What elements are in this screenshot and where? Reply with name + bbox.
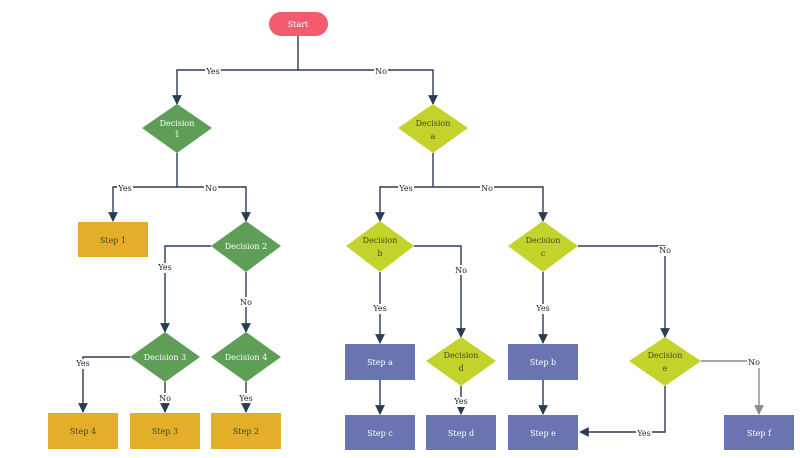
step-f-node[interactable]: Step f xyxy=(724,415,794,450)
step-2-label: Step 2 xyxy=(233,427,259,436)
decision-2-label: Decision 2 xyxy=(225,242,267,251)
decision-b-shape xyxy=(346,221,414,272)
decision-4-shape xyxy=(211,332,281,382)
step-1-shape xyxy=(78,222,148,257)
step-c-shape xyxy=(345,415,415,450)
step-f-shape xyxy=(724,415,794,450)
step-3-shape xyxy=(130,413,200,449)
edge-label-dc-yes: Yes xyxy=(535,304,549,313)
step-4-label: Step 4 xyxy=(70,427,96,436)
decision-3-node[interactable]: Decision 3 xyxy=(130,332,200,382)
edge-label-d3-no: No xyxy=(159,394,171,403)
connector-de-to-step-f xyxy=(701,360,764,415)
decision-e-label-line1: Decision xyxy=(648,351,683,360)
edge-label-d2-no: No xyxy=(240,298,252,307)
step-3-label: Step 3 xyxy=(152,427,178,436)
edge-label-d2-yes: Yes xyxy=(157,263,171,272)
step-2-node[interactable]: Step 2 xyxy=(211,413,281,449)
decision-1-node[interactable]: Decision 1 xyxy=(142,104,212,153)
decision-c-shape xyxy=(508,221,578,272)
edge-label-da-yes: Yes xyxy=(398,184,412,193)
step-3-node[interactable]: Step 3 xyxy=(130,413,200,449)
connector-d3-to-step-4 xyxy=(78,356,130,413)
edge-label-da-no: No xyxy=(481,184,493,193)
step-a-node[interactable]: Step a xyxy=(345,344,415,380)
step-4-node[interactable]: Step 4 xyxy=(48,413,118,449)
connector-dc-to-decision-e xyxy=(578,245,670,338)
connector-start-to-decision-1 xyxy=(172,69,298,105)
start-node[interactable]: Start xyxy=(269,12,328,36)
decision-2-shape xyxy=(211,221,281,272)
edge-label-start-no: No xyxy=(375,67,387,76)
decision-3-label: Decision 3 xyxy=(144,353,186,362)
edge-label-start-yes: Yes xyxy=(205,67,219,76)
decision-e-node[interactable]: Decision e xyxy=(629,337,701,386)
decision-c-label-line1: Decision xyxy=(526,236,561,245)
decision-1-label-line1: Decision xyxy=(160,119,195,128)
step-a-shape xyxy=(345,344,415,380)
decision-b-node[interactable]: Decision b xyxy=(346,221,414,272)
connectors xyxy=(78,36,764,437)
decision-b-label-line1: Decision xyxy=(363,236,398,245)
edge-labels: Yes No Yes No Yes No Yes No Yes Yes No Y… xyxy=(75,66,761,438)
connector-start-to-decision-a xyxy=(298,69,438,105)
edge-label-d4-yes: Yes xyxy=(238,394,252,403)
decision-d-node[interactable]: Decision d xyxy=(426,337,496,386)
connector-d1-to-step-1 xyxy=(108,186,177,222)
decision-4-node[interactable]: Decision 4 xyxy=(211,332,281,382)
step-4-shape xyxy=(48,413,118,449)
decision-1-label-line2: 1 xyxy=(174,130,179,139)
step-f-label: Step f xyxy=(747,429,772,438)
decision-d-label-line1: Decision xyxy=(444,351,479,360)
edge-label-dc-no: No xyxy=(659,246,671,255)
connector-da-to-decision-c xyxy=(433,186,548,222)
step-e-node[interactable]: Step e xyxy=(508,415,578,450)
step-a-label: Step a xyxy=(367,358,393,367)
decision-a-label-line2: a xyxy=(431,132,436,141)
decision-4-label: Decision 4 xyxy=(225,353,267,362)
step-b-node[interactable]: Step b xyxy=(508,344,578,380)
step-d-label: Step d xyxy=(448,429,474,438)
decision-b-label-line2: b xyxy=(377,249,382,258)
decision-a-label-line1: Decision xyxy=(416,119,451,128)
connector-d1-to-decision-2 xyxy=(177,186,251,222)
connector-de-to-step-e xyxy=(579,386,666,437)
decision-e-shape xyxy=(629,337,701,386)
connector-da-to-decision-b xyxy=(375,186,433,222)
decision-3-shape xyxy=(130,332,200,382)
decision-d-shape xyxy=(426,337,496,386)
step-c-node[interactable]: Step c xyxy=(345,415,415,450)
decision-a-node[interactable]: Decision a xyxy=(398,104,468,153)
step-d-node[interactable]: Step d xyxy=(426,415,496,450)
step-2-shape xyxy=(211,413,281,449)
decision-1-shape xyxy=(142,104,212,153)
start-shape xyxy=(269,12,328,36)
decision-e-label-line2: e xyxy=(663,364,668,373)
step-d-shape xyxy=(426,415,496,450)
decision-2-node[interactable]: Decision 2 xyxy=(211,221,281,272)
connector-db-to-decision-d xyxy=(414,245,466,338)
edge-label-d3-yes: Yes xyxy=(75,359,89,368)
edge-label-d1-no: No xyxy=(205,184,217,193)
start-label: Start xyxy=(288,20,309,29)
edge-label-db-yes: Yes xyxy=(372,304,386,313)
step-b-shape xyxy=(508,344,578,380)
step-e-label: Step e xyxy=(530,429,556,438)
edge-label-dd-yes: Yes xyxy=(453,397,467,406)
edge-label-d1-yes: Yes xyxy=(117,184,131,193)
step-b-label: Step b xyxy=(530,358,556,367)
edge-label-de-yes: Yes xyxy=(636,429,650,438)
decision-a-shape xyxy=(398,104,468,153)
edge-label-de-no: No xyxy=(748,358,760,367)
step-c-label: Step c xyxy=(367,429,393,438)
step-1-label: Step 1 xyxy=(100,236,126,245)
step-1-node[interactable]: Step 1 xyxy=(78,222,148,257)
decision-d-label-line2: d xyxy=(458,364,463,373)
decision-c-node[interactable]: Decision c xyxy=(508,221,578,272)
edge-label-db-no: No xyxy=(455,266,467,275)
step-e-shape xyxy=(508,415,578,450)
decision-c-label-line2: c xyxy=(541,249,546,258)
connector-d2-to-decision-3 xyxy=(160,245,211,333)
